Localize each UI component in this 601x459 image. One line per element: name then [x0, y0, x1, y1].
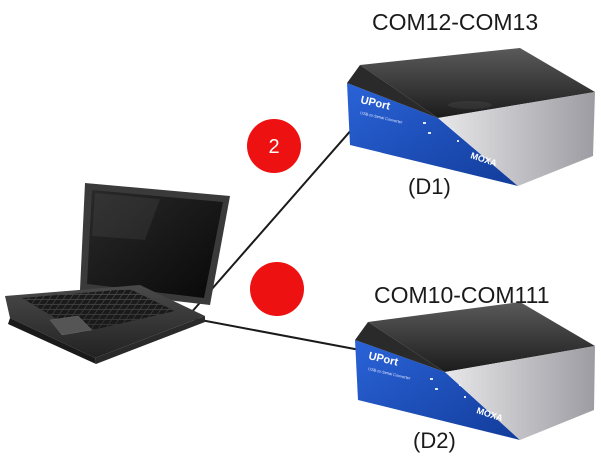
device-d2-side	[445, 346, 595, 440]
device-d2-leds	[430, 378, 466, 398]
laptop-keyboard	[22, 289, 175, 333]
marker-2: 2	[247, 119, 301, 173]
laptop-screen	[87, 190, 223, 298]
marker-2-label: 2	[268, 136, 279, 158]
cable-to-d2	[189, 317, 361, 351]
device-d1-tag: (D1)	[408, 174, 451, 199]
device-d1-side	[438, 92, 595, 186]
marker-1	[250, 262, 304, 316]
device-d1-top	[360, 48, 595, 118]
red-circle-icon	[247, 119, 301, 173]
red-circle-icon	[250, 262, 304, 316]
device-d2-top	[368, 302, 595, 372]
device-d1-panel	[347, 83, 518, 186]
laptop-touchpad	[49, 315, 93, 336]
device-d1-leds	[423, 122, 459, 142]
cables	[189, 119, 361, 351]
device-d2-port-range: COM10-COM111	[374, 282, 550, 308]
cable-to-d1	[189, 119, 361, 315]
device-d2-tag: (D2)	[413, 428, 456, 453]
device-d2: UPort USB-to-Serial Converter MOXA	[355, 302, 595, 440]
device-d1-port-range: COM12-COM13	[372, 9, 539, 35]
device-d1: UPort USB-to-Serial Converter MOXA	[347, 48, 595, 186]
laptop-icon	[5, 183, 230, 364]
